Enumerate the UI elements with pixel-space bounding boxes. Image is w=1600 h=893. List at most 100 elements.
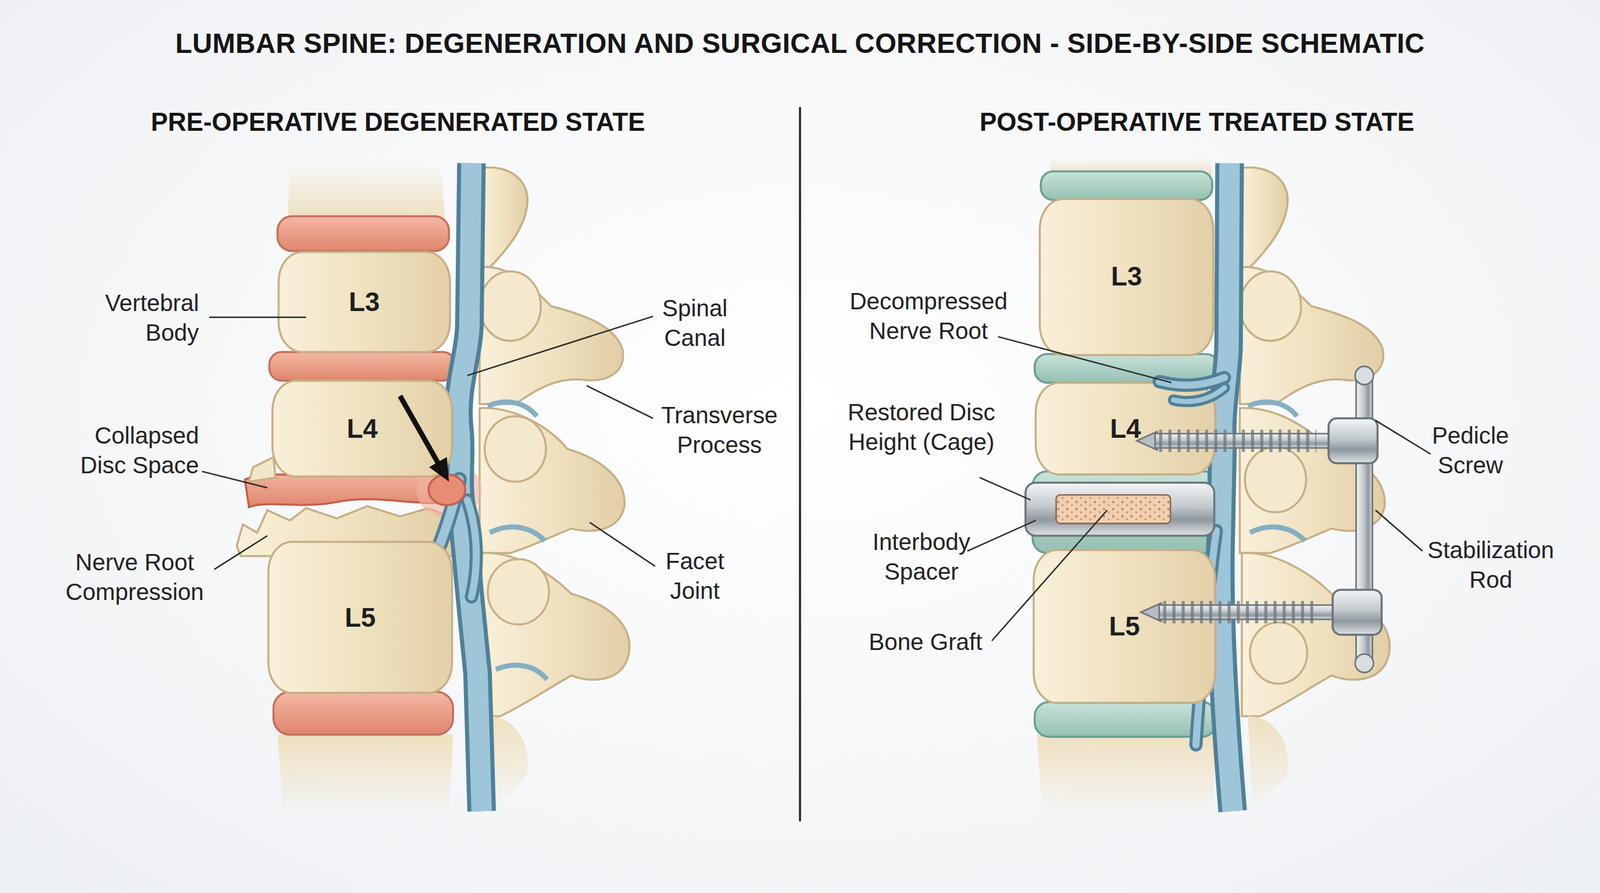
callout-label: Restored Disc Height (Cage) bbox=[847, 397, 996, 457]
articular-process bbox=[1250, 622, 1307, 684]
compression-arrow bbox=[400, 395, 439, 465]
vertebra-stub bbox=[1036, 734, 1217, 817]
stabilization-rod bbox=[1356, 369, 1373, 667]
leader-line bbox=[979, 477, 1031, 500]
intervertebral-disc bbox=[1032, 471, 1219, 553]
vertebral-body: L5 bbox=[267, 540, 453, 694]
spinal-canal bbox=[1220, 163, 1233, 812]
facet-cartilage bbox=[1250, 526, 1306, 541]
articular-process bbox=[1239, 271, 1301, 341]
screw-shank bbox=[1155, 433, 1339, 449]
panel-heading: PRE-OPERATIVE DEGENERATED STATE bbox=[91, 106, 705, 138]
posterior-elements bbox=[479, 167, 630, 812]
facet-cartilage bbox=[1247, 401, 1297, 417]
lamina bbox=[1241, 552, 1390, 717]
leader-line bbox=[586, 385, 653, 419]
compression-arrow-head bbox=[429, 456, 449, 482]
intervertebral-disc bbox=[273, 691, 453, 735]
lamina bbox=[479, 266, 624, 405]
vertebra-stub bbox=[1048, 158, 1213, 176]
leader-line bbox=[967, 520, 1037, 552]
nerve-root bbox=[1173, 387, 1225, 402]
screw-head bbox=[1328, 418, 1378, 464]
vertebral-body: L4 bbox=[271, 379, 453, 478]
vertebra-level: L4 bbox=[1109, 412, 1141, 445]
callout-label: Decompressed Nerve Root bbox=[843, 286, 1015, 346]
articular-process bbox=[479, 271, 541, 341]
intervertebral-disc bbox=[1034, 354, 1219, 383]
lamina bbox=[479, 167, 528, 270]
articular-process bbox=[484, 416, 546, 482]
nerve-root bbox=[467, 500, 477, 598]
panel-heading: POST-OPERATIVE TREATED STATE bbox=[890, 106, 1503, 138]
screw-shank bbox=[1159, 605, 1341, 620]
nerve-root bbox=[1173, 387, 1225, 402]
screw-tip bbox=[1136, 431, 1157, 450]
leader-line bbox=[589, 522, 655, 567]
vertebral-body: L3 bbox=[1038, 197, 1215, 356]
facet-cartilage bbox=[489, 526, 545, 541]
osteophyte bbox=[248, 456, 276, 482]
screw-tip bbox=[1140, 602, 1162, 622]
bone-graft-texture bbox=[1056, 495, 1170, 523]
leader-line bbox=[1375, 420, 1431, 455]
lamina bbox=[1247, 716, 1288, 812]
interbody-cage bbox=[1025, 482, 1215, 536]
screw-head bbox=[1332, 589, 1382, 635]
callout-label: Stabilization Rod bbox=[1418, 535, 1564, 595]
articular-process bbox=[487, 559, 549, 625]
lamina bbox=[479, 408, 625, 553]
diagram-title: LUMBAR SPINE: DEGENERATION AND SURGICAL … bbox=[0, 28, 1600, 60]
leader-line bbox=[467, 316, 653, 376]
posterior-elements bbox=[1239, 167, 1390, 812]
facet-cartilage bbox=[495, 665, 548, 680]
vertebra-level: L3 bbox=[348, 286, 380, 318]
lamina bbox=[1239, 408, 1385, 553]
nerve-root bbox=[467, 500, 477, 598]
nerve-root bbox=[1159, 377, 1225, 385]
vertebra-level: L3 bbox=[1111, 261, 1142, 293]
panel-divider bbox=[798, 106, 802, 822]
articular-process bbox=[1244, 447, 1306, 513]
callout-label: Pedicle Screw bbox=[1418, 421, 1523, 481]
spinal-canal bbox=[458, 163, 482, 812]
callout-label: Interbody Spacer bbox=[859, 527, 984, 587]
disc-bulge bbox=[428, 474, 466, 506]
rod-cap bbox=[1355, 654, 1374, 673]
callout-label: Vertebral Body bbox=[76, 288, 200, 349]
vertebra-stub bbox=[277, 734, 453, 817]
screw-thread bbox=[1163, 601, 1319, 624]
vertebra-level: L5 bbox=[1108, 610, 1140, 642]
leader-line bbox=[209, 316, 307, 319]
intervertebral-disc bbox=[1040, 171, 1213, 200]
lamina bbox=[1239, 167, 1288, 270]
rod-cap bbox=[1355, 366, 1374, 385]
bone-graft bbox=[1056, 494, 1171, 524]
vertebra-level: L5 bbox=[344, 601, 376, 634]
vertebra-stub bbox=[287, 163, 445, 219]
vertebra-level: L4 bbox=[346, 412, 378, 445]
intervertebral-disc bbox=[277, 216, 449, 252]
vertebral-body: L4 bbox=[1034, 381, 1217, 475]
spinal-canal bbox=[1220, 163, 1233, 812]
callout-label: Bone Graft bbox=[843, 627, 1007, 657]
spinal-canal bbox=[458, 163, 482, 812]
intervertebral-disc bbox=[1034, 702, 1217, 738]
leader-line bbox=[202, 471, 268, 488]
leader-line bbox=[991, 510, 1107, 642]
callout-label: Nerve Root Compression bbox=[58, 547, 212, 607]
nerve-root bbox=[1159, 377, 1225, 385]
callout-label: Transverse Process bbox=[652, 401, 786, 461]
facet-cartilage bbox=[487, 401, 537, 417]
lamina bbox=[487, 716, 528, 812]
lamina bbox=[1239, 266, 1384, 405]
vertebral-body: L5 bbox=[1032, 548, 1217, 705]
vertebral-body: L3 bbox=[277, 251, 451, 354]
leader-line bbox=[997, 336, 1171, 383]
callout-label: Collapsed Disc Space bbox=[64, 421, 200, 481]
intervertebral-disc bbox=[269, 352, 455, 381]
leader-line bbox=[214, 535, 268, 570]
lamina bbox=[481, 552, 630, 717]
callout-label: Spinal Canal bbox=[648, 293, 741, 353]
leader-line bbox=[1375, 510, 1423, 552]
